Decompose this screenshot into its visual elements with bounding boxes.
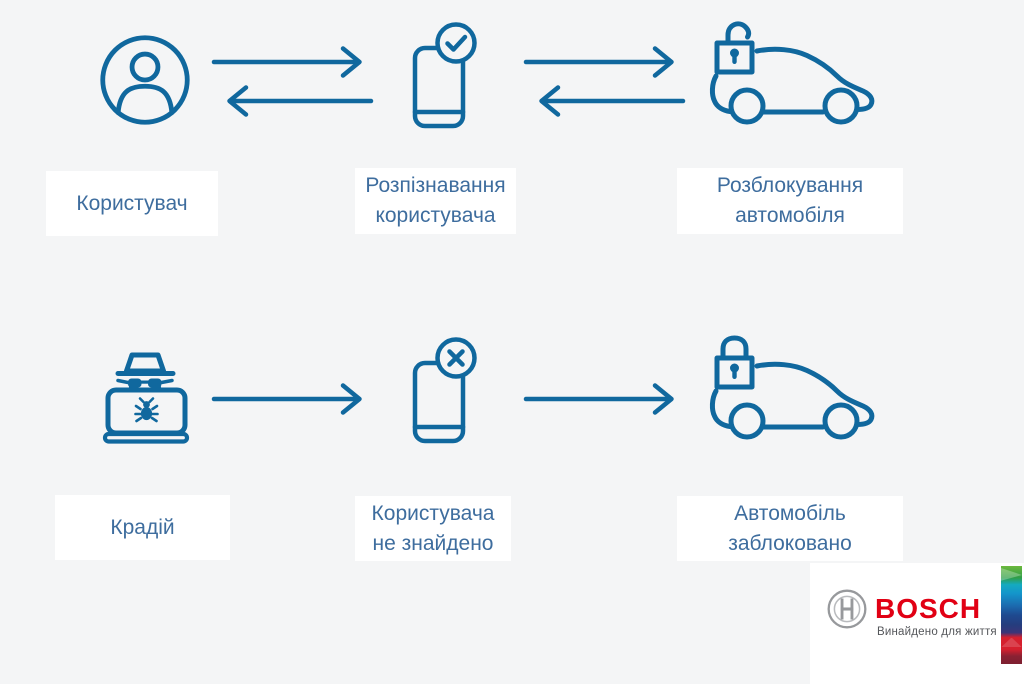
label-user-recognition-line2: користувача xyxy=(375,204,496,227)
label-user-line1: Користувач xyxy=(76,191,188,215)
stripe-facet xyxy=(1001,637,1022,648)
stripe-facet xyxy=(1001,567,1022,581)
label-user-not-found: Користувача не знайдено xyxy=(355,496,511,561)
label-user-not-found-line2: не знайдено xyxy=(372,531,494,555)
bosch-supergraphic-stripe xyxy=(1001,566,1022,664)
label-thief: Крадій xyxy=(55,495,230,560)
label-car-unlock: Розблокування автомобіля xyxy=(677,168,903,234)
thief-laptop-icon xyxy=(102,352,190,444)
bosch-tagline: Винайдено для життя xyxy=(877,626,997,638)
phone-x-icon xyxy=(412,337,477,444)
label-user-recognition: Розпізнавання користувача xyxy=(355,168,516,234)
label-car-unlock-line2: автомобіля xyxy=(735,204,845,227)
label-user: Користувач xyxy=(46,171,218,236)
label-thief-line1: Крадій xyxy=(110,515,175,539)
single-arrow-icon xyxy=(523,383,674,415)
label-user-recognition-line1: Розпізнавання xyxy=(365,174,506,197)
single-arrow-icon xyxy=(211,383,362,415)
car-locked-icon xyxy=(709,335,875,440)
bosch-armature-icon xyxy=(827,589,867,629)
phone-check-icon xyxy=(412,22,477,129)
label-car-locked-line2: заблоковано xyxy=(728,531,852,555)
car-unlocked-icon xyxy=(709,21,875,125)
double-arrow-icon xyxy=(523,46,686,117)
user-icon xyxy=(100,35,190,125)
double-arrow-icon xyxy=(211,46,374,117)
label-car-unlock-line1: Розблокування xyxy=(716,174,864,197)
label-user-not-found-line1: Користувача xyxy=(371,501,495,525)
label-car-locked: Автомобіль заблоковано xyxy=(677,496,903,561)
label-car-locked-line1: Автомобіль xyxy=(734,501,846,525)
bosch-logo-card xyxy=(810,563,1024,684)
bosch-wordmark: BOSCH xyxy=(875,593,982,624)
